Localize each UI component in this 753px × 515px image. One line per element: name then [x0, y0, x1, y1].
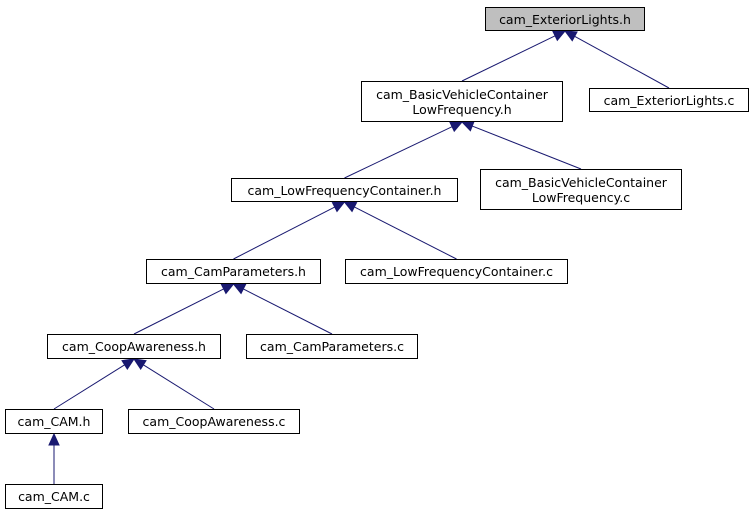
edge-line: [574, 35, 670, 89]
edge-cam_parameters_h-to-low_frequency_container_h: [233, 201, 346, 260]
edge-line: [233, 206, 335, 260]
edge-low_frequency_container_c-to-low_frequency_container_h: [343, 201, 457, 260]
edge-arrowhead: [121, 358, 136, 370]
edge-line: [53, 364, 125, 410]
edge-basic_vehicle_container_lf_h-to-exterior_lights_h: [461, 30, 567, 82]
edge-line: [143, 364, 215, 410]
node-label-line-1: cam_BasicVehicleContainer: [376, 86, 548, 102]
node-label-line-2: LowFrequency.c: [531, 189, 631, 205]
node-label: cam_CoopAwareness.h: [62, 339, 206, 354]
node-label: cam_CamParameters.h: [161, 264, 306, 279]
edge-exterior_lights_c-to-exterior_lights_h: [563, 30, 670, 89]
node-cam-lowfrequencycontainer-h[interactable]: cam_LowFrequencyContainer.h: [231, 178, 458, 202]
node-label: cam_CamParameters.c: [260, 339, 404, 354]
node-label-line-2: LowFrequency.h: [412, 101, 512, 117]
node-label: cam_LowFrequencyContainer.c: [360, 264, 553, 279]
edge-line: [461, 35, 556, 82]
edge-line: [243, 288, 333, 335]
edge-cam_c-to-cam_h: [48, 432, 60, 484]
edge-arrowhead: [48, 432, 60, 446]
node-cam-lowfrequencycontainer-c[interactable]: cam_LowFrequencyContainer.c: [345, 259, 568, 284]
edge-arrowhead: [331, 201, 346, 213]
edge-low_frequency_container_h-to-basic_vehicle_container_lf_h: [344, 121, 464, 179]
node-cam-cam-c[interactable]: cam_CAM.c: [5, 484, 103, 509]
edge-coop_awareness_c-to-coop_awareness_h: [132, 358, 215, 410]
node-label: cam_ExteriorLights.h: [499, 11, 631, 27]
node-cam-basicvehiclecontainerlowfrequency-c[interactable]: cam_BasicVehicleContainer LowFrequency.c: [480, 169, 682, 210]
edge-arrowhead: [449, 121, 464, 133]
node-cam-camparameters-h[interactable]: cam_CamParameters.h: [146, 259, 321, 284]
node-cam-coopawareness-h[interactable]: cam_CoopAwareness.h: [47, 334, 221, 359]
node-label-line-1: cam_BasicVehicleContainer: [495, 174, 667, 190]
node-label: cam_CAM.c: [18, 489, 90, 504]
edge-arrowhead: [552, 30, 567, 42]
node-cam-exteriorlights-h: cam_ExteriorLights.h: [485, 7, 645, 31]
edge-arrowhead: [132, 358, 147, 370]
edge-line: [354, 206, 457, 260]
edge-basic_vehicle_container_lf_c-to-basic_vehicle_container_lf_h: [460, 120, 582, 170]
edge-cam_h-to-coop_awareness_h: [53, 358, 136, 410]
node-label: cam_CAM.h: [17, 414, 91, 429]
edge-arrowhead: [220, 283, 235, 295]
node-label: cam_LowFrequencyContainer.h: [247, 182, 442, 198]
node-cam-basicvehiclecontainerlowfrequency-h[interactable]: cam_BasicVehicleContainer LowFrequency.h: [361, 81, 563, 122]
node-cam-coopawareness-c[interactable]: cam_CoopAwareness.c: [128, 409, 300, 434]
edge-coop_awareness_h-to-cam_parameters_h: [133, 283, 235, 335]
edge-arrowhead: [232, 283, 247, 295]
edge-arrowhead: [343, 201, 358, 213]
edge-line: [133, 288, 224, 335]
node-cam-exteriorlights-c[interactable]: cam_ExteriorLights.c: [589, 88, 749, 112]
edge-line: [344, 126, 453, 179]
node-cam-cam-h[interactable]: cam_CAM.h: [5, 409, 103, 434]
node-label: cam_ExteriorLights.c: [603, 92, 735, 108]
edge-arrowhead: [563, 30, 578, 42]
edges-layer: [48, 30, 670, 484]
edge-cam_parameters_c-to-cam_parameters_h: [232, 283, 333, 335]
edge-line: [472, 125, 582, 170]
node-cam-camparameters-c[interactable]: cam_CamParameters.c: [246, 334, 418, 359]
edge-arrowhead: [460, 120, 475, 132]
node-label: cam_CoopAwareness.c: [142, 414, 286, 429]
